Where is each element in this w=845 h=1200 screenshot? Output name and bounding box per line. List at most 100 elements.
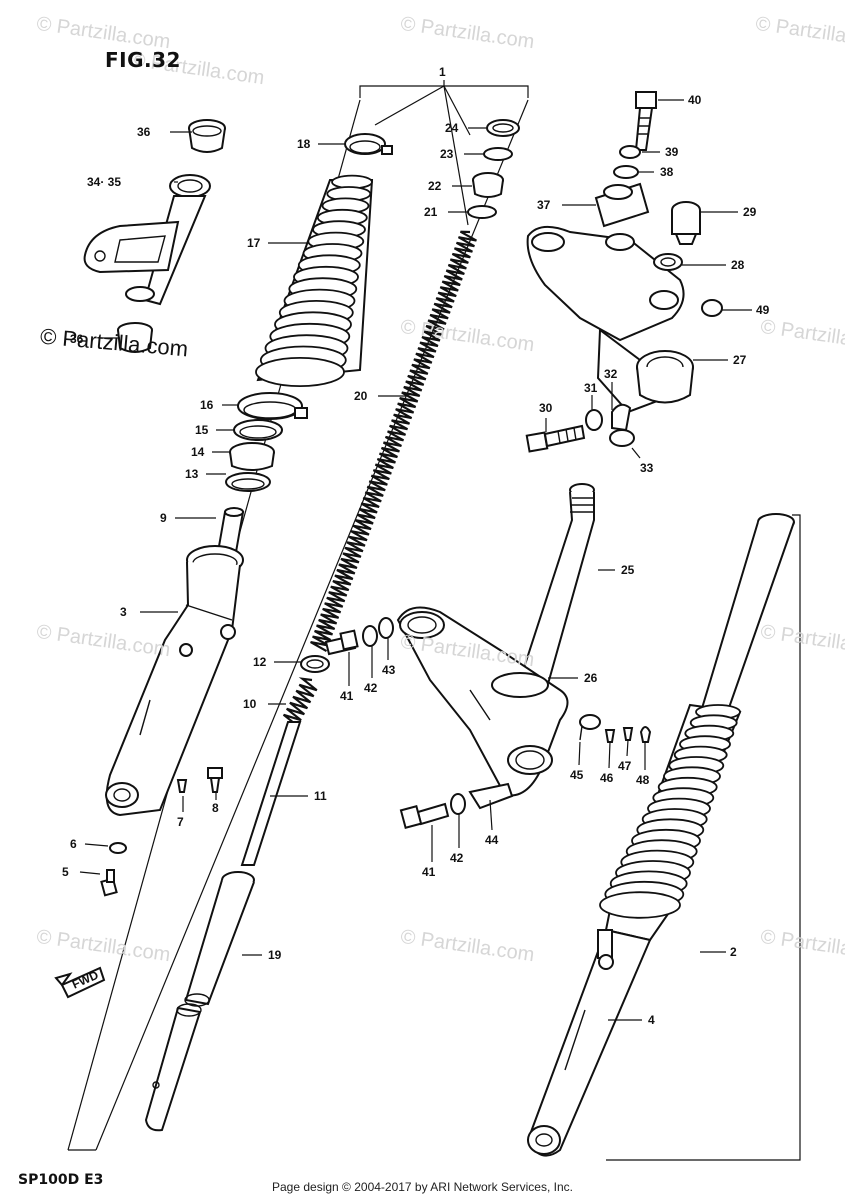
callout-45[interactable]: 45 <box>570 768 584 782</box>
part-28-washer[interactable] <box>653 253 683 271</box>
part-37-handlebar-holder[interactable] <box>594 182 650 228</box>
callout-7[interactable]: 7 <box>177 815 184 829</box>
callout-12[interactable]: 12 <box>253 655 267 669</box>
callout-24[interactable]: 24 <box>445 121 459 135</box>
callout-4[interactable]: 4 <box>648 1013 655 1027</box>
part-44-bracket-plate[interactable] <box>468 782 514 810</box>
callout-36[interactable]: 36 <box>137 125 151 139</box>
part-13-bushing[interactable] <box>225 472 271 492</box>
part-6-washer[interactable] <box>109 842 127 854</box>
callout-2[interactable]: 2 <box>730 945 737 959</box>
part-22-plug[interactable] <box>472 172 504 198</box>
callout-14[interactable]: 14 <box>191 445 205 459</box>
part-31-washer[interactable] <box>585 409 603 431</box>
callout-40[interactable]: 40 <box>688 93 702 107</box>
callout-19[interactable]: 19 <box>268 948 282 962</box>
boot-2-pleat <box>599 891 681 919</box>
callout-49[interactable]: 49 <box>756 303 770 317</box>
callout-41-upper[interactable]: 41 <box>340 689 354 703</box>
part-18-clamp[interactable] <box>344 133 393 155</box>
callout-10[interactable]: 10 <box>243 697 257 711</box>
callout-42-upper[interactable]: 42 <box>364 681 378 695</box>
part-8-bolt[interactable] <box>207 767 223 793</box>
callout-41-lower[interactable]: 41 <box>422 865 436 879</box>
part-43-nut[interactable] <box>378 617 394 639</box>
callout-42-lower[interactable]: 42 <box>450 851 464 865</box>
callout-15[interactable]: 15 <box>195 423 209 437</box>
callout-6[interactable]: 6 <box>70 837 77 851</box>
part-15-oil-seal[interactable] <box>233 419 283 441</box>
callout-11[interactable]: 11 <box>314 789 327 803</box>
part-19-inner-tube[interactable] <box>144 871 255 1132</box>
callout-20[interactable]: 20 <box>354 389 368 403</box>
callout-43[interactable]: 43 <box>382 663 396 677</box>
callout-9[interactable]: 9 <box>160 511 167 525</box>
callout-13[interactable]: 13 <box>185 467 199 481</box>
part-23-circlip[interactable] <box>483 147 513 161</box>
part-5-bolt[interactable] <box>100 869 118 897</box>
part-26-lower-bracket[interactable] <box>396 606 569 797</box>
part-2-bracket <box>606 514 801 1161</box>
callout-46[interactable]: 46 <box>600 771 614 785</box>
part-32-clamp[interactable] <box>611 403 632 432</box>
part-40-bolt[interactable] <box>634 91 657 151</box>
callout-3[interactable]: 3 <box>120 605 127 619</box>
part-49-cap[interactable] <box>701 299 723 317</box>
callout-28[interactable]: 28 <box>731 258 745 272</box>
callout-32[interactable]: 32 <box>604 367 618 381</box>
part-14-spacer[interactable] <box>229 442 275 471</box>
part-3-outer-tube-left[interactable] <box>105 545 244 817</box>
callout-36-lower[interactable]: 36 <box>70 332 84 346</box>
part-30-bolt[interactable] <box>525 424 586 453</box>
callout-44[interactable]: 44 <box>485 833 499 847</box>
part-20-fork-spring[interactable] <box>310 230 477 653</box>
part-36-seal-top[interactable] <box>188 119 226 153</box>
part-16-clamp[interactable] <box>237 392 308 420</box>
part-47-nut[interactable] <box>622 727 634 741</box>
callout-34-35[interactable]: 34· 35 <box>87 175 121 189</box>
callout-39[interactable]: 39 <box>665 145 679 159</box>
part-29-bolt[interactable] <box>671 201 701 245</box>
callout-33[interactable]: 33 <box>640 461 654 475</box>
callout-29[interactable]: 29 <box>743 205 757 219</box>
part-34-35-headlight-bracket[interactable] <box>83 174 211 306</box>
callout-47[interactable]: 47 <box>618 759 632 773</box>
part-24-cap[interactable] <box>486 119 520 137</box>
callout-26[interactable]: 26 <box>584 671 598 685</box>
callout-17[interactable]: 17 <box>247 236 261 250</box>
callout-8[interactable]: 8 <box>212 801 219 815</box>
callout-22[interactable]: 22 <box>428 179 442 193</box>
callout-18[interactable]: 18 <box>297 137 311 151</box>
callout-numbers: 1 2 3 4 5 6 7 8 9 10 11 12 13 14 15 16 1… <box>62 65 770 1027</box>
callout-21[interactable]: 21 <box>424 205 438 219</box>
callout-31[interactable]: 31 <box>584 381 598 395</box>
part-46-grommet[interactable] <box>604 729 616 743</box>
part-41-bolt-upper[interactable] <box>324 629 359 656</box>
callout-5[interactable]: 5 <box>62 865 69 879</box>
part-42-washer-upper[interactable] <box>362 625 378 647</box>
part-39-washer[interactable] <box>619 145 641 159</box>
part-21-o-ring[interactable] <box>467 205 497 219</box>
callout-48[interactable]: 48 <box>636 773 650 787</box>
part-27-upper-bracket[interactable] <box>526 225 694 414</box>
part-41-bolt-lower[interactable] <box>399 802 450 829</box>
callout-16[interactable]: 16 <box>200 398 214 412</box>
part-42-washer-lower[interactable] <box>450 793 466 815</box>
callout-38[interactable]: 38 <box>660 165 674 179</box>
callout-25[interactable]: 25 <box>621 563 635 577</box>
part-36-seal-lower[interactable] <box>117 322 153 353</box>
part-33-nut[interactable] <box>609 429 635 447</box>
callout-30[interactable]: 30 <box>539 401 553 415</box>
part-48-clip[interactable] <box>639 726 652 743</box>
callout-27[interactable]: 27 <box>733 353 747 367</box>
part-7-drain-screw[interactable] <box>176 779 188 793</box>
callout-1[interactable]: 1 <box>439 65 446 79</box>
part-10-rebound-spring[interactable] <box>282 677 318 728</box>
callout-23[interactable]: 23 <box>440 147 454 161</box>
part-12-washer[interactable] <box>300 655 330 673</box>
part-11-inner-tube-rod[interactable] <box>240 721 302 866</box>
callout-37[interactable]: 37 <box>537 198 551 212</box>
part-45-clip[interactable] <box>579 714 601 741</box>
part-38-washer[interactable] <box>613 165 639 179</box>
